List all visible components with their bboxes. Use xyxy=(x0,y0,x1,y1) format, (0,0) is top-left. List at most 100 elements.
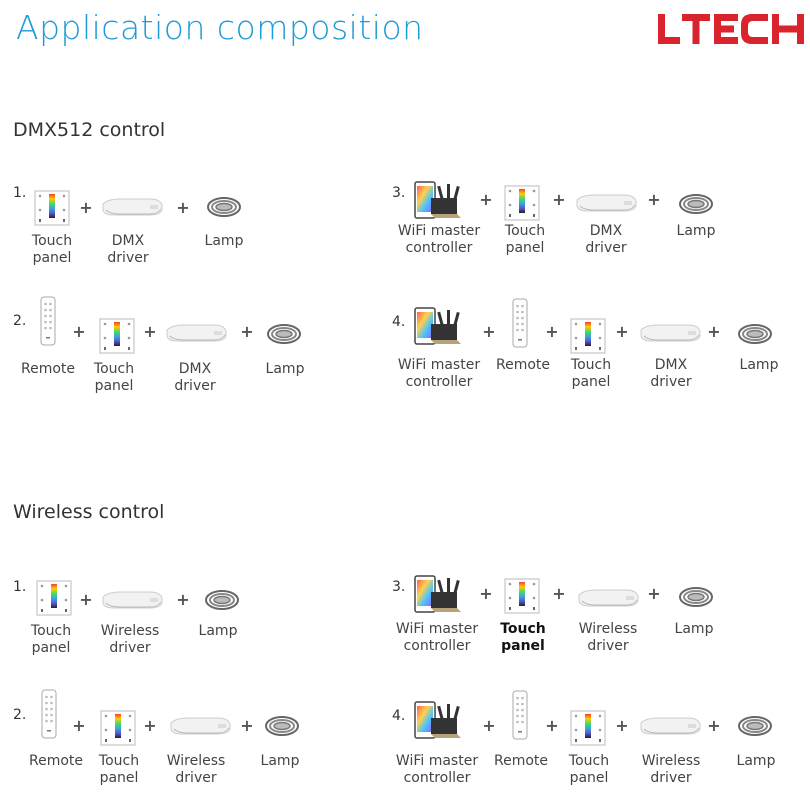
lamp-icon xyxy=(737,322,773,346)
dmx-driver-icon xyxy=(638,322,702,344)
label-wifi-controller: WiFi master controller xyxy=(395,753,479,786)
touch-panel-icon xyxy=(570,710,606,746)
label-touch-panel: Touch panel xyxy=(504,223,546,256)
remote-icon xyxy=(512,690,528,740)
plus-sign: + xyxy=(707,716,721,735)
plus-sign: + xyxy=(615,716,629,735)
touch-panel-icon xyxy=(36,580,72,616)
label-touch-panel: Touch panel xyxy=(500,621,546,654)
label-dmx-driver: DMX driver xyxy=(650,357,692,390)
wireless-driver-icon xyxy=(100,589,164,611)
lamp-icon xyxy=(264,714,300,738)
plus-sign: + xyxy=(79,198,93,217)
label-remote: Remote xyxy=(28,753,84,769)
plus-sign: + xyxy=(482,716,496,735)
step-number: 3. xyxy=(392,185,406,201)
label-touch-panel: Touch panel xyxy=(570,357,612,390)
label-lamp: Lamp xyxy=(676,223,716,239)
label-remote: Remote xyxy=(495,357,551,373)
label-wireless-driver: Wireless driver xyxy=(166,753,226,786)
step-number: 4. xyxy=(392,708,406,724)
lamp-icon xyxy=(206,195,242,219)
label-lamp: Lamp xyxy=(265,361,305,377)
wireless-driver-icon xyxy=(576,587,640,609)
plus-sign: + xyxy=(176,198,190,217)
touch-panel-icon xyxy=(570,318,606,354)
section-title-wireless: Wireless control xyxy=(13,501,165,523)
label-wifi-controller: WiFi master controller xyxy=(395,621,479,654)
plus-sign: + xyxy=(72,322,86,341)
plus-sign: + xyxy=(707,322,721,341)
label-remote: Remote xyxy=(493,753,549,769)
label-dmx-driver: DMX driver xyxy=(174,361,216,394)
label-lamp: Lamp xyxy=(674,621,714,637)
plus-sign: + xyxy=(479,584,493,603)
label-dmx-driver: DMX driver xyxy=(585,223,627,256)
wifi-controller-icon xyxy=(413,306,465,346)
plus-sign: + xyxy=(143,322,157,341)
lamp-icon xyxy=(204,588,240,612)
step-number: 2. xyxy=(13,707,27,723)
label-lamp: Lamp xyxy=(739,357,779,373)
plus-sign: + xyxy=(552,584,566,603)
plus-sign: + xyxy=(482,322,496,341)
lamp-icon xyxy=(678,192,714,216)
lamp-icon xyxy=(737,714,773,738)
lamp-icon xyxy=(266,322,302,346)
plus-sign: + xyxy=(479,190,493,209)
step-number: 3. xyxy=(392,579,406,595)
plus-sign: + xyxy=(143,716,157,735)
label-wifi-controller: WiFi master controller xyxy=(397,223,481,256)
wireless-driver-icon xyxy=(638,715,702,737)
wireless-driver-icon xyxy=(168,715,232,737)
dmx-driver-icon xyxy=(574,192,638,214)
section-title-dmx512: DMX512 control xyxy=(13,119,166,141)
label-wireless-driver: Wireless driver xyxy=(578,621,638,654)
ltech-logo xyxy=(658,14,804,44)
label-touch-panel: Touch panel xyxy=(30,623,72,656)
touch-panel-icon xyxy=(504,185,540,221)
label-lamp: Lamp xyxy=(736,753,776,769)
plus-sign: + xyxy=(240,716,254,735)
label-touch-panel: Touch panel xyxy=(568,753,610,786)
remote-icon xyxy=(41,689,57,739)
label-wifi-controller: WiFi master controller xyxy=(397,357,481,390)
plus-sign: + xyxy=(615,322,629,341)
label-touch-panel: Touch panel xyxy=(93,361,135,394)
step-number: 1. xyxy=(13,185,27,201)
touch-panel-icon xyxy=(34,190,70,226)
label-touch-panel: Touch panel xyxy=(31,233,73,266)
plus-sign: + xyxy=(72,716,86,735)
remote-icon xyxy=(40,296,56,346)
label-wireless-driver: Wireless driver xyxy=(100,623,160,656)
plus-sign: + xyxy=(647,190,661,209)
wifi-controller-icon xyxy=(413,180,465,220)
touch-panel-icon xyxy=(100,710,136,746)
wifi-controller-icon xyxy=(413,700,465,740)
label-remote: Remote xyxy=(20,361,76,377)
plus-sign: + xyxy=(552,190,566,209)
touch-panel-icon xyxy=(504,578,540,614)
wifi-controller-icon xyxy=(413,574,465,614)
lamp-icon xyxy=(678,585,714,609)
dmx-driver-icon xyxy=(164,322,228,344)
step-number: 1. xyxy=(13,579,27,595)
label-lamp: Lamp xyxy=(260,753,300,769)
dmx-driver-icon xyxy=(100,196,164,218)
plus-sign: + xyxy=(545,716,559,735)
label-touch-panel: Touch panel xyxy=(98,753,140,786)
plus-sign: + xyxy=(176,590,190,609)
plus-sign: + xyxy=(647,584,661,603)
plus-sign: + xyxy=(79,590,93,609)
label-dmx-driver: DMX driver xyxy=(107,233,149,266)
plus-sign: + xyxy=(240,322,254,341)
step-number: 2. xyxy=(13,313,27,329)
label-lamp: Lamp xyxy=(198,623,238,639)
plus-sign: + xyxy=(545,322,559,341)
touch-panel-icon xyxy=(99,318,135,354)
remote-icon xyxy=(512,298,528,348)
step-number: 4. xyxy=(392,314,406,330)
label-wireless-driver: Wireless driver xyxy=(641,753,701,786)
label-lamp: Lamp xyxy=(204,233,244,249)
page-title: Application composition xyxy=(16,8,424,47)
